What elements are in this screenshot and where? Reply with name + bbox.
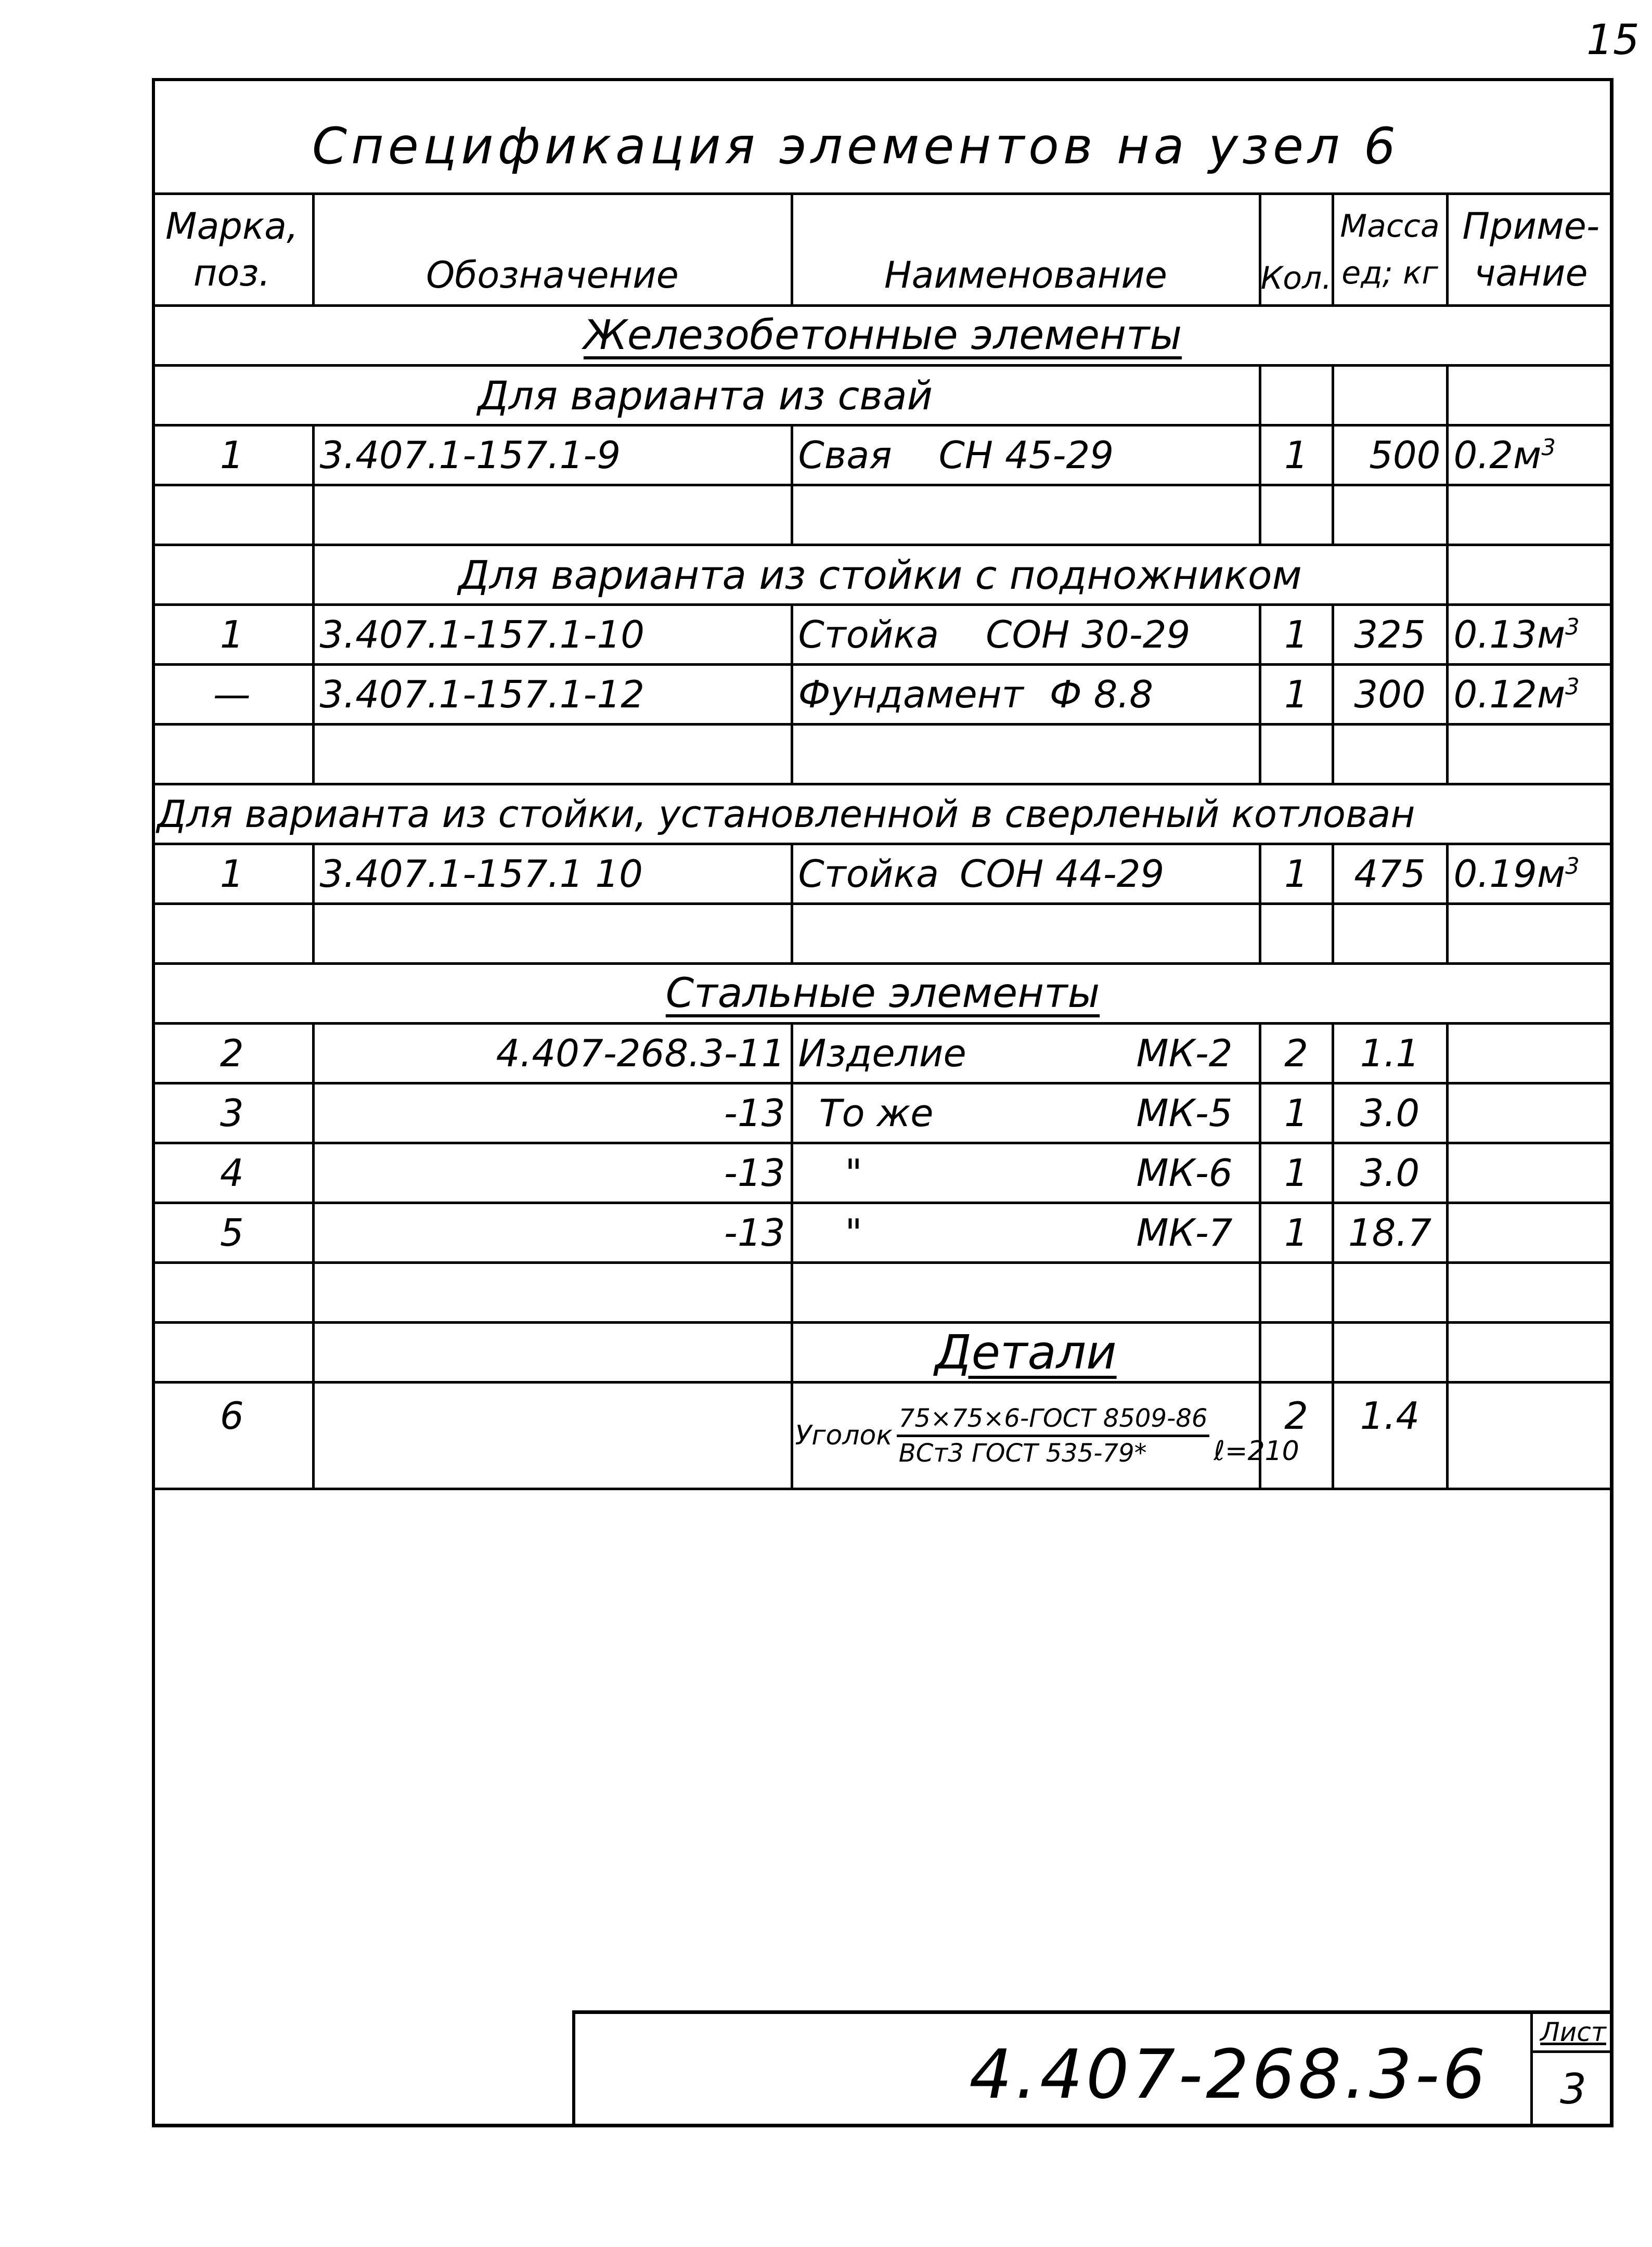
cell-designation: 3.407.1-157.1-12 [312,663,793,726]
cell-mass: 1.1 [1331,1022,1449,1084]
variant-row-post-with-footing: Для варианта из стойки с подножником [152,544,1614,606]
cell-mark: 5 [152,1202,315,1264]
table-row: 5 -13 "МК-7 1 18.7 [152,1202,1614,1264]
title-block: 4.407-268.3-6 Лист 3 [572,2010,1614,2127]
cell-designation: -13 [312,1202,793,1264]
cell-qty: 2 [1258,1022,1334,1084]
table-row: 4 -13 "МК-6 1 3.0 [152,1142,1614,1204]
cell-designation: -13 [312,1082,793,1144]
empty-row [152,902,1614,965]
empty-row [152,484,1614,546]
section-row-details: Детали [152,1321,1614,1384]
column-header-qty: Кол. [1258,192,1334,307]
cell-mark: — [152,663,315,726]
sheet-label: Лист [1533,2014,1614,2053]
cell-mark: 1 [152,424,315,486]
cell-qty: 2 [1258,1381,1334,1490]
cell-qty: 1 [1258,603,1334,666]
cell-mark: 2 [152,1022,315,1084]
cell-designation: 3.407.1-157.1-9 [312,424,793,486]
section-title: Железобетонные элементы [583,312,1182,359]
cell-designation: 4.407-268.3-11 [312,1022,793,1084]
cell-mass: 300 [1331,663,1449,726]
column-header-mark: Марка,поз. [152,192,315,307]
cell-note [1446,1142,1614,1204]
cell-designation: 3.407.1-157.1 10 [312,843,793,905]
cell-designation [312,1381,793,1490]
cell-mass: 475 [1331,843,1449,905]
cell-name: "МК-6 [790,1142,1261,1204]
cell-qty: 1 [1258,663,1334,726]
empty-row [152,1261,1614,1324]
cell-mark: 3 [152,1082,315,1144]
cell-mass: 3.0 [1331,1082,1449,1144]
cell-mass: 1.4 [1331,1381,1449,1490]
column-header-name: Наименование [790,192,1261,307]
variant-title: Для варианта из стойки с подножником [312,544,1449,606]
cell-note [1446,1022,1614,1084]
cell-note [1446,1381,1614,1490]
cell-qty: 1 [1258,424,1334,486]
cell-mass: 500 [1331,424,1449,486]
cell-note [1446,1202,1614,1264]
cell-qty: 1 [1258,1082,1334,1144]
cell-note: 0.12м3 [1446,663,1614,726]
cell-designation: -13 [312,1142,793,1204]
sheet-box: Лист 3 [1530,2014,1614,2127]
cell-note: 0.19м3 [1446,843,1614,905]
cell-mark: 1 [152,603,315,666]
cell-note: 0.2м3 [1446,424,1614,486]
section-title: Детали [935,1325,1117,1380]
section-row-steel: Стальные элементы [152,962,1614,1025]
section-title: Стальные элементы [665,970,1100,1017]
table-header-row: Марка,поз. Обозначение Наименование Кол.… [152,192,1614,307]
variant-row-piles: Для варианта из свай [152,364,1614,427]
specification-table: Марка,поз. Обозначение Наименование Кол.… [152,192,1614,1490]
cell-mark: 1 [152,843,315,905]
variant-title: Для варианта из свай [152,364,1261,427]
cell-mass: 3.0 [1331,1142,1449,1204]
cell-qty: 1 [1258,1202,1334,1264]
cell-designation: 3.407.1-157.1-10 [312,603,793,666]
section-title-cell: Детали [790,1321,1261,1384]
section-row-reinforced-concrete: Железобетонные элементы [152,304,1614,367]
cell-note [1446,1082,1614,1144]
cell-qty: 1 [1258,843,1334,905]
document-code: 4.407-268.3-6 [969,2035,1489,2114]
empty-row [152,723,1614,785]
variant-title: Для варианта из стойки, установленной в … [152,783,1614,845]
cell-mark: 6 [152,1381,315,1490]
cell-qty: 1 [1258,1142,1334,1204]
column-header-note: Приме-чание [1446,192,1614,307]
cell-mass: 325 [1331,603,1449,666]
sheet-number: 3 [1560,2065,1586,2113]
cell-mark: 4 [152,1142,315,1204]
specification-title: Спецификация элементов на узел 6 [312,117,1400,175]
cell-note: 0.13м3 [1446,603,1614,666]
variant-row-post-in-drilled-pit: Для варианта из стойки, установленной в … [152,783,1614,845]
cell-mass: 18.7 [1331,1202,1449,1264]
page-number: 15 [1586,16,1640,64]
column-header-designation: Обозначение [312,192,793,307]
cell-name: "МК-7 [790,1202,1261,1264]
